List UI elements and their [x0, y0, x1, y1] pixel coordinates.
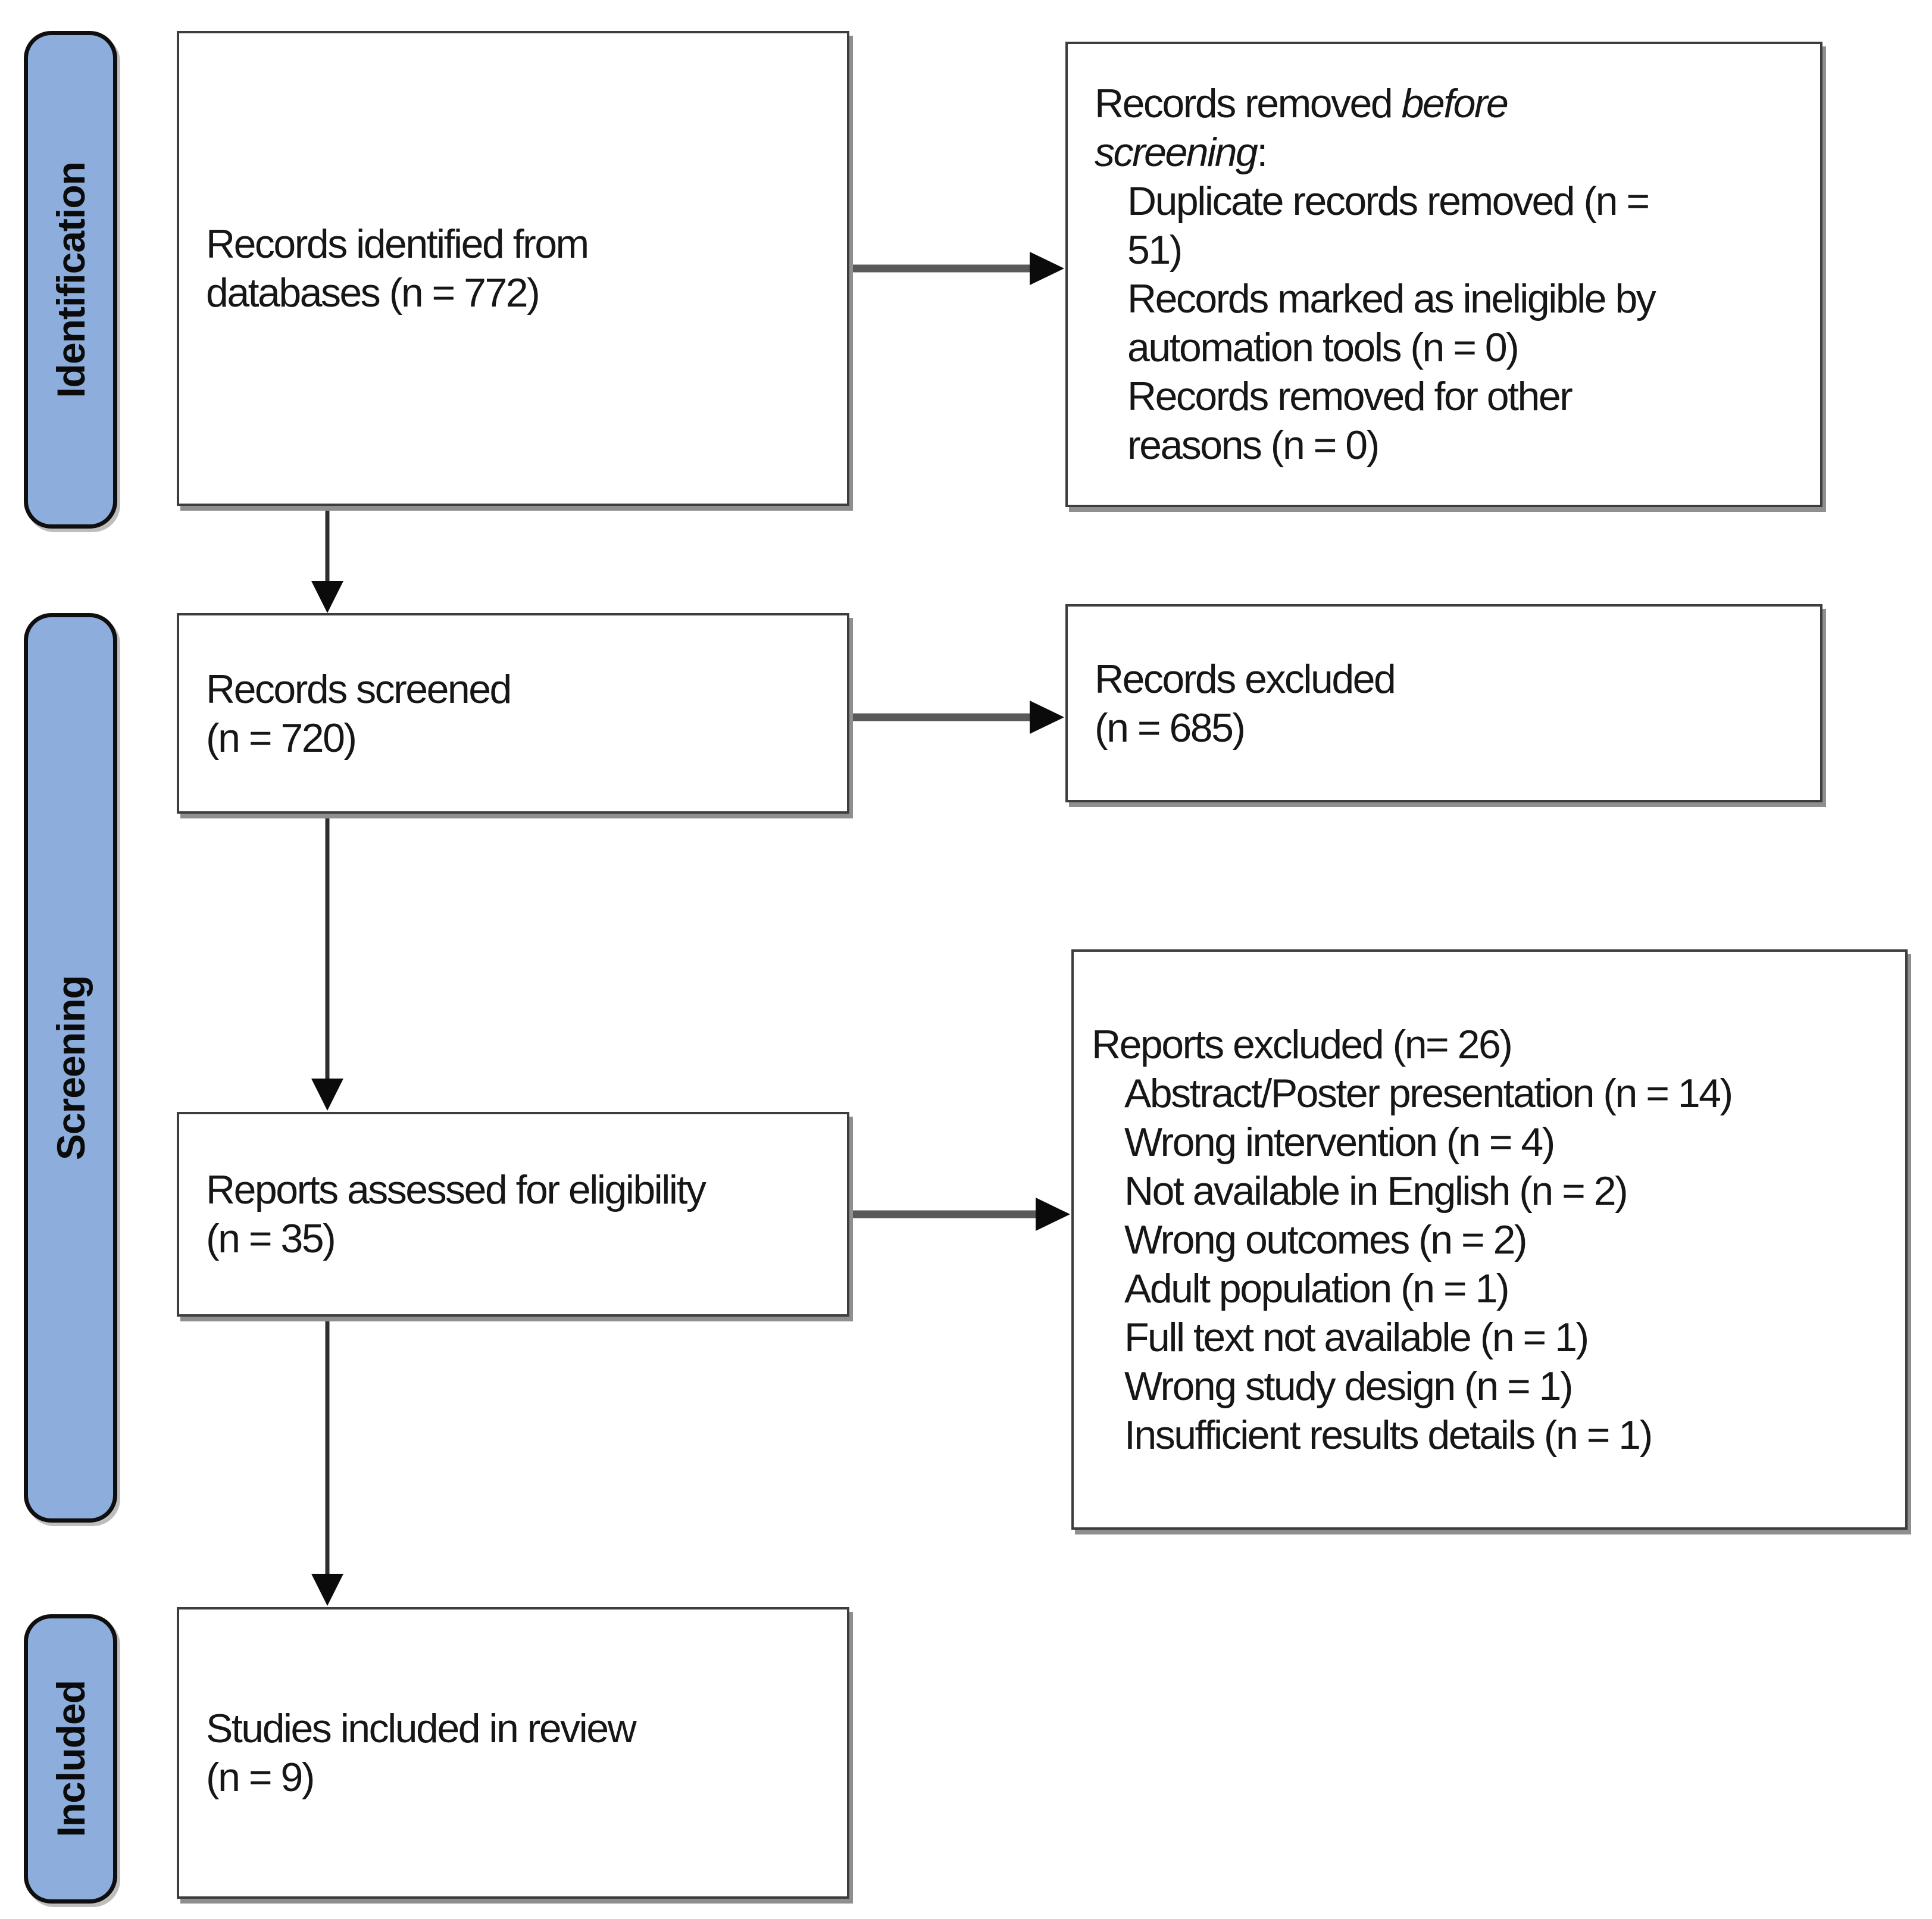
arrow-assessed-to-reports-excluded: [852, 1198, 1070, 1231]
box-records-screened: Records screened (n = 720): [177, 613, 849, 814]
excluded-reason-item: Adult population (n = 1): [1124, 1265, 1510, 1311]
box-studies-included-line2: (n = 9): [206, 1755, 315, 1800]
arrow-assessed-to-included: [311, 1318, 343, 1606]
box-records-identified-line1: Records identified from: [206, 221, 589, 267]
box-records-screened-line2: (n = 720): [206, 715, 357, 761]
box-reports-excluded: Reports excluded (n= 26) Abstract/Poster…: [1071, 949, 1908, 1530]
box-records-removed-title: Records removed before screening:: [1095, 79, 1583, 177]
box-records-excluded-line1: Records excluded: [1095, 656, 1396, 702]
removed-reason-item: Records marked as ineligible by automati…: [1127, 276, 1656, 370]
stage-label-screening: Screening: [48, 975, 93, 1161]
box-records-excluded: Records excluded (n = 685): [1065, 604, 1822, 802]
stage-bar-screening: Screening: [24, 613, 117, 1523]
box-studies-included: Studies included in review (n = 9): [177, 1607, 849, 1899]
box-records-removed-before-screening: Records removed before screening: Duplic…: [1065, 42, 1822, 507]
box-reports-excluded-title: Reports excluded (n= 26): [1092, 1021, 1513, 1067]
box-reports-assessed-line1: Reports assessed for eligibility: [206, 1167, 706, 1212]
box-reports-assessed-line2: (n = 35): [206, 1216, 336, 1261]
removed-reason-item: Duplicate records removed (n = 51): [1127, 179, 1650, 273]
box-studies-included-line1: Studies included in review: [206, 1706, 637, 1751]
box-records-excluded-line2: (n = 685): [1095, 705, 1246, 751]
stage-label-identification: Identification: [48, 161, 93, 398]
removed-reason-item: Records removed for other reasons (n = 0…: [1127, 374, 1573, 468]
arrow-screened-to-excluded: [852, 701, 1064, 734]
excluded-reason-item: Wrong study design (n = 1): [1124, 1363, 1574, 1409]
box-records-identified-line2: databases (n = 772): [206, 270, 540, 315]
excluded-reason-item: Wrong intervention (n = 4): [1124, 1119, 1555, 1165]
box-records-screened-line1: Records screened: [206, 666, 512, 712]
excluded-reason-item: Not available in English (n = 2): [1124, 1168, 1628, 1214]
records-removed-title-prefix: Records removed: [1095, 81, 1402, 126]
excluded-reason-item: Wrong outcomes (n = 2): [1124, 1217, 1528, 1262]
box-records-identified: Records identified from databases (n = 7…: [177, 31, 849, 506]
arrow-screened-to-assessed: [311, 814, 343, 1111]
stage-bar-included: Included: [24, 1614, 117, 1904]
arrow-identified-to-removed: [852, 252, 1064, 285]
records-removed-title-suffix: :: [1256, 130, 1268, 175]
box-reports-assessed: Reports assessed for eligibility (n = 35…: [177, 1112, 849, 1317]
excluded-reason-item: Insufficient results details (n = 1): [1124, 1412, 1653, 1458]
stage-bar-identification: Identification: [24, 31, 117, 529]
records-removed-title-italic: before screening: [1095, 81, 1509, 175]
stage-label-included: Included: [48, 1680, 93, 1837]
arrow-identified-to-screened: [311, 507, 343, 613]
excluded-reason-item: Full text not available (n = 1): [1124, 1314, 1589, 1360]
excluded-reason-item: Abstract/Poster presentation (n = 14): [1124, 1070, 1733, 1116]
